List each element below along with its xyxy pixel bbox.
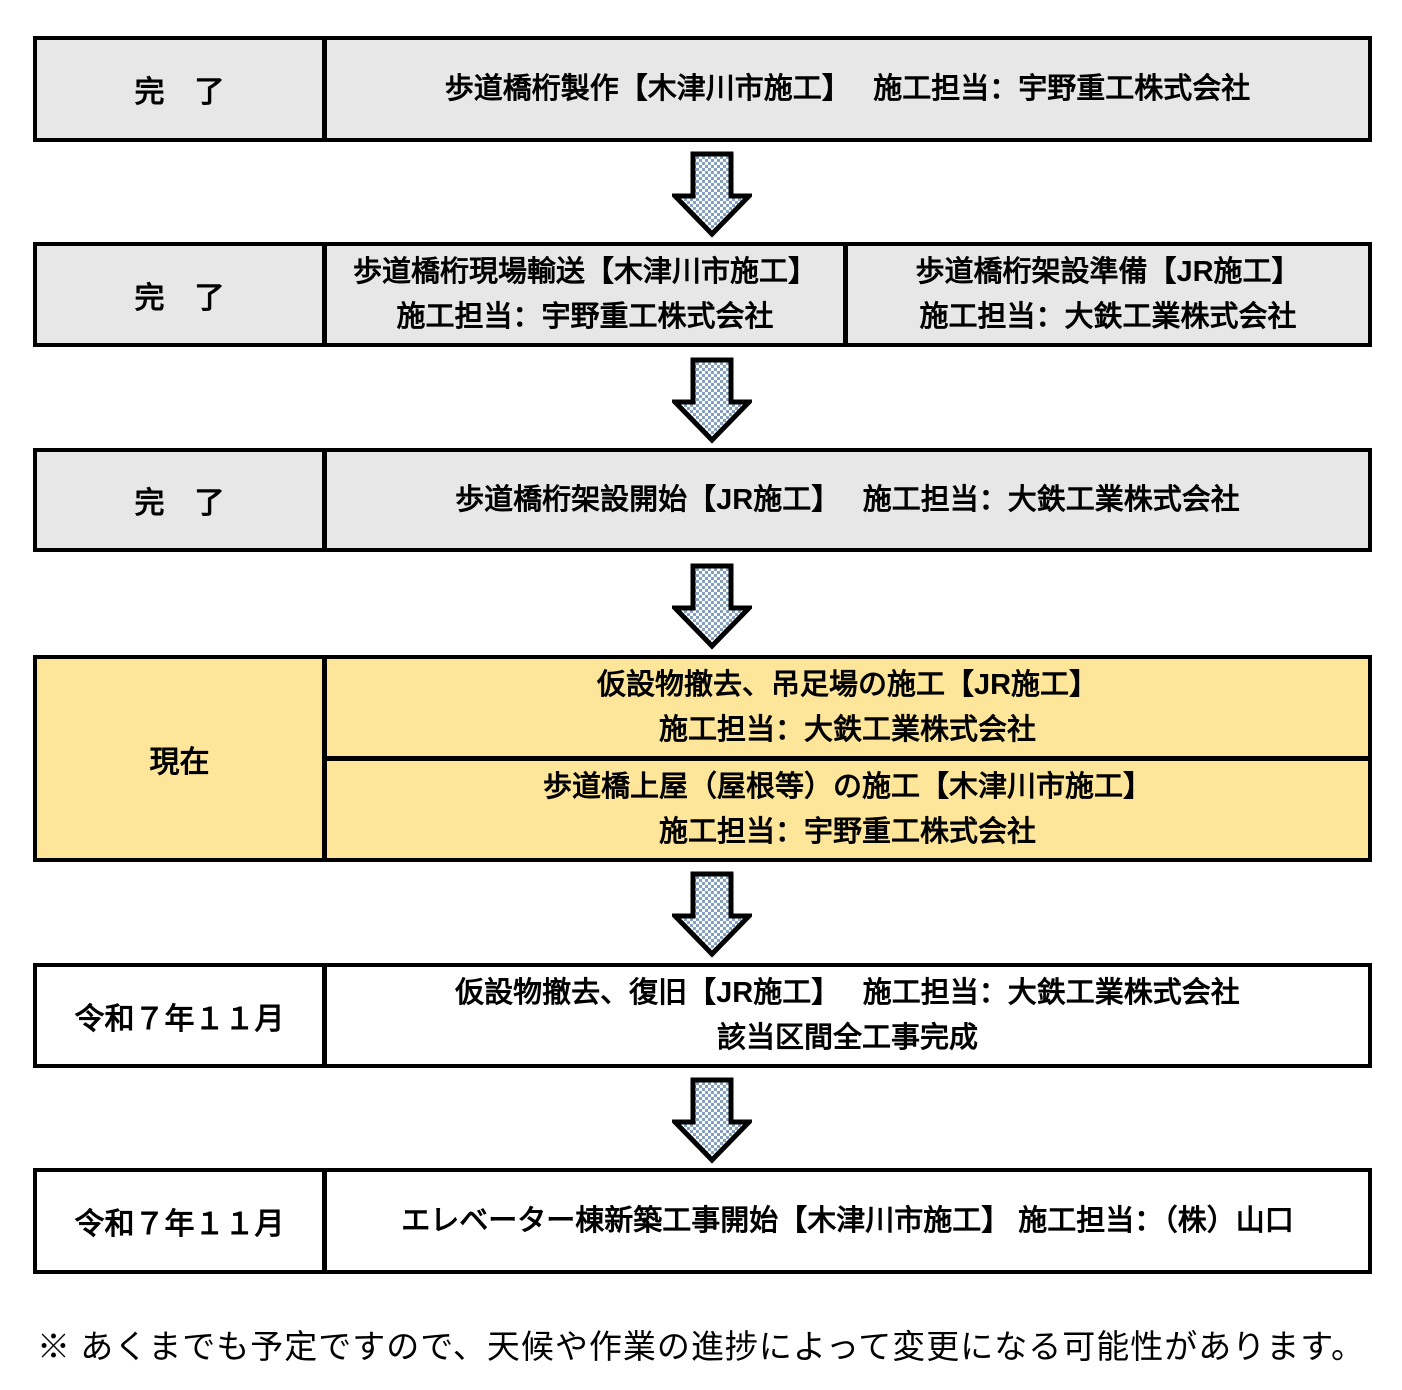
task-contractor: 施工担当：宇野重工株式会社: [658, 816, 1036, 848]
stage-row-elevator-construction: 令和７年１１月 エレベーター棟新築工事開始【木津川市施工】 施工担当：（株）山口: [33, 1168, 1372, 1274]
task-cell: 歩道橋桁製作【木津川市施工】 施工担当：宇野重工株式会社: [327, 40, 1368, 138]
task-text: 歩道橋桁製作【木津川市施工】 施工担当：宇野重工株式会社: [444, 73, 1251, 105]
task-cell-transport: 歩道橋桁現場輸送【木津川市施工】 施工担当：宇野重工株式会社: [327, 246, 843, 343]
task-contractor: 施工担当：大鉄工業株式会社: [919, 301, 1297, 333]
stage-row-girder-fabrication: 完 了 歩道橋桁製作【木津川市施工】 施工担当：宇野重工株式会社: [33, 36, 1372, 142]
task-completion: 該当区間全工事完成: [716, 1022, 978, 1054]
status-label: 完 了: [134, 487, 225, 520]
down-arrow-icon: [672, 357, 752, 444]
stage-row-erection-start: 完 了 歩道橋桁架設開始【JR施工】 施工担当：大鉄工業株式会社: [33, 448, 1372, 552]
status-cell: 完 了: [37, 452, 327, 548]
stage-row-transport-and-prep: 完 了 歩道橋桁現場輸送【木津川市施工】 施工担当：宇野重工株式会社 歩道橋桁架…: [33, 242, 1372, 347]
task-contractor: 施工担当：大鉄工業株式会社: [658, 714, 1036, 746]
status-cell: 令和７年１１月: [37, 1172, 327, 1270]
task-text: 歩道橋桁架設準備【JR施工】: [915, 256, 1301, 288]
status-label: 完 了: [134, 281, 225, 315]
stage-row-restoration: 令和７年１１月 仮設物撤去、復旧【JR施工】 施工担当：大鉄工業株式会社 該当区…: [33, 963, 1372, 1068]
status-label: 令和７年１１月: [74, 1002, 285, 1036]
task-text: 歩道橋桁架設開始【JR施工】 施工担当：大鉄工業株式会社: [455, 484, 1240, 516]
footer-note: ※ あくまでも予定ですので、天候や作業の進捗によって変更になる可能性があります。: [37, 1330, 1365, 1366]
down-arrow-icon: [672, 563, 752, 650]
status-label: 令和７年１１月: [74, 1208, 285, 1241]
status-label: 完 了: [134, 76, 225, 109]
status-cell: 令和７年１１月: [37, 967, 327, 1064]
task-cell-erection-prep: 歩道橋桁架設準備【JR施工】 施工担当：大鉄工業株式会社: [843, 246, 1368, 343]
task-text: エレベーター棟新築工事開始【木津川市施工】 施工担当：（株）山口: [401, 1205, 1294, 1237]
task-text: 歩道橋上屋（屋根等）の施工【木津川市施工】: [542, 771, 1152, 803]
down-arrow-icon: [672, 151, 752, 238]
status-cell: 完 了: [37, 246, 327, 343]
stage-row-current-works: 現在 仮設物撤去、吊足場の施工【JR施工】 施工担当：大鉄工業株式会社 歩道橋上…: [33, 655, 1372, 862]
task-cell: 仮設物撤去、復旧【JR施工】 施工担当：大鉄工業株式会社 該当区間全工事完成: [327, 967, 1368, 1064]
status-cell: 現在: [37, 659, 327, 858]
task-text: 歩道橋桁現場輸送【木津川市施工】: [352, 256, 817, 288]
status-label: 現在: [149, 745, 210, 779]
down-arrow-icon: [672, 1077, 752, 1164]
task-cell: エレベーター棟新築工事開始【木津川市施工】 施工担当：（株）山口: [327, 1172, 1368, 1270]
task-text: 仮設物撤去、吊足場の施工【JR施工】: [596, 669, 1099, 701]
task-cell: 歩道橋桁架設開始【JR施工】 施工担当：大鉄工業株式会社: [327, 452, 1368, 548]
task-text: 仮設物撤去、復旧【JR施工】 施工担当：大鉄工業株式会社: [455, 977, 1240, 1009]
down-arrow-icon: [672, 871, 752, 958]
status-cell: 完 了: [37, 40, 327, 138]
task-cell-scaffold: 仮設物撤去、吊足場の施工【JR施工】 施工担当：大鉄工業株式会社: [327, 659, 1368, 756]
task-contractor: 施工担当：宇野重工株式会社: [396, 301, 774, 333]
task-cell-roof: 歩道橋上屋（屋根等）の施工【木津川市施工】 施工担当：宇野重工株式会社: [327, 756, 1368, 858]
